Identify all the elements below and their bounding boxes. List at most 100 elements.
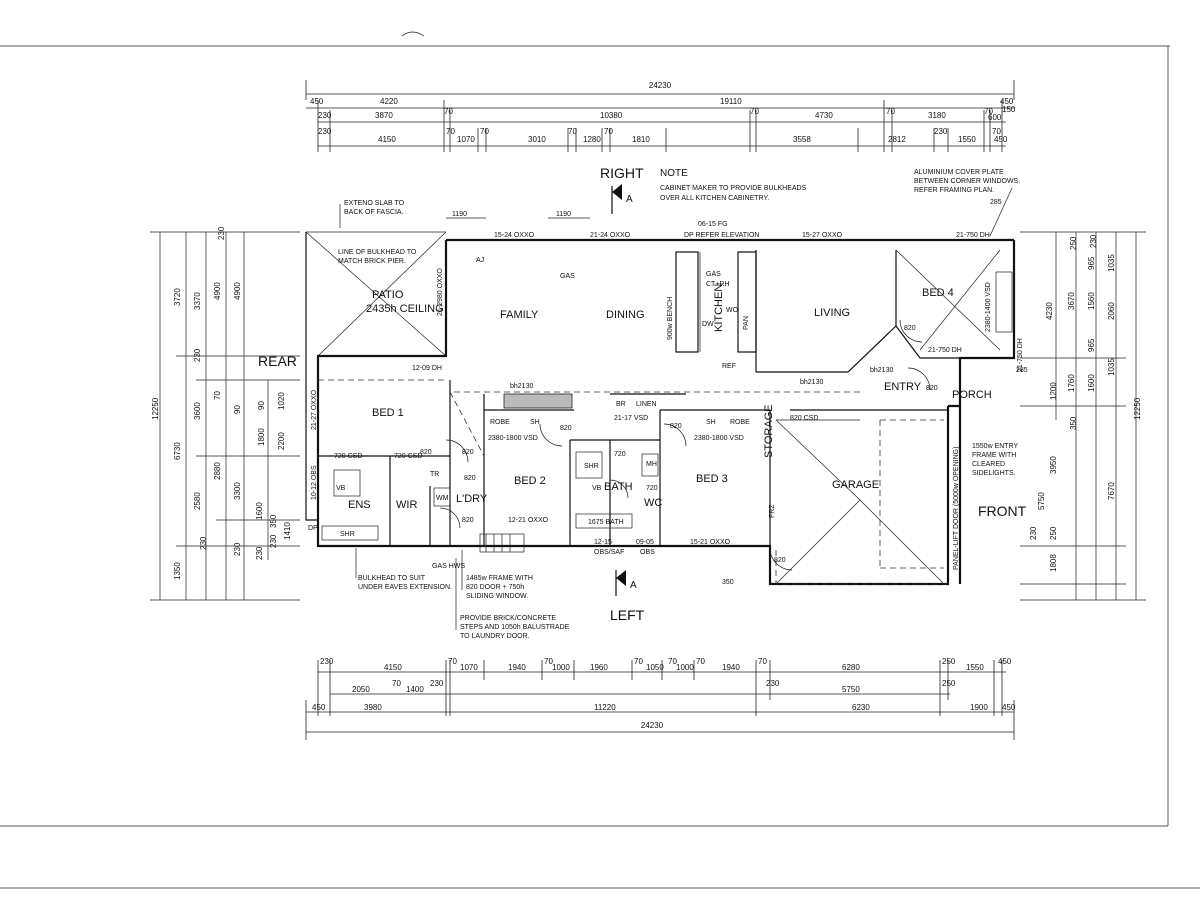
dim-right-1d: 1808 (1049, 554, 1058, 572)
room-patio: PATIO (372, 289, 404, 301)
section-arrow-top-icon (612, 184, 622, 200)
dim-left-4a: 4900 (233, 282, 242, 300)
section-marker-top: A (626, 194, 633, 205)
heading-front: FRONT (978, 503, 1027, 519)
win-2127: 21-27 OXXO (311, 389, 318, 430)
room-patio-ceiling: 2435h CEILING (366, 303, 444, 315)
room-bed4: BED 4 (922, 287, 954, 299)
dim-right-3d: 7670 (1107, 482, 1116, 500)
dim-bottom-1j: 1050 (646, 663, 664, 672)
freezer: FRZ (769, 504, 776, 518)
dim-right-4a: 965 (1087, 256, 1096, 270)
articulated-joint: AJ (476, 257, 484, 264)
dim-left-2a: 3370 (193, 292, 202, 310)
note-entry-line-3: CLEARED (972, 461, 1005, 468)
door-720-bath: 720 (614, 451, 626, 458)
dim-285-right: 285 (1016, 367, 1028, 374)
dim-right-3a: 3670 (1067, 292, 1076, 310)
door-820-bed4: 820 (904, 325, 916, 332)
dim-bottom-1h: 1960 (590, 663, 608, 672)
refrigerator: REF (722, 363, 736, 370)
garage-panel-lift-door: PANEL-LIFT DOOR (5000w OPENING) (953, 447, 960, 570)
win-obs-saf: OBS/SAF (594, 549, 624, 556)
dim-left-5h: 230 (269, 534, 278, 548)
dim-bottom-2a: 2050 (352, 685, 370, 694)
downpipe: DP (308, 525, 318, 532)
vsd-bed3: 2380-1800 VSD (694, 435, 744, 442)
manhole: MH (646, 461, 657, 468)
plan-labels: 15-24 OXXO 21-24 OXXO 06-15 FG DP REFER … (308, 199, 1028, 586)
room-bed2: BED 2 (514, 475, 546, 487)
dp-refer-elevation: DP REFER ELEVATION (684, 232, 759, 239)
robe-bed2: ROBE (490, 419, 510, 426)
dim-bottom-1d: 1070 (460, 663, 478, 672)
room-entry: ENTRY (884, 381, 922, 393)
note-kitchen-line-1: CABINET MAKER TO PROVIDE BULKHEADS (660, 185, 807, 192)
dim-bottom-2e: 230 (766, 679, 780, 688)
shelf-bed3: SH (706, 419, 716, 426)
vsd-bed2: 2380-1800 VSD (488, 435, 538, 442)
win-21750-right: 21-750 DH (1017, 338, 1024, 372)
note-frame-line-2: 820 DOOR + 750h (466, 584, 524, 591)
win-obs: OBS (640, 549, 655, 556)
dim-1190-mid: 1190 (556, 211, 571, 218)
note-aluminium-line-1: ALUMINIUM COVER PLATE (914, 169, 1004, 176)
dim-top-2f: 4730 (815, 111, 833, 120)
csd-720-ens: 720 CSD (334, 453, 362, 460)
dim-left-5c: 90 (257, 401, 266, 410)
dim-top-3c: 70 (446, 127, 455, 136)
dim-bottom-1e: 1940 (508, 663, 526, 672)
dim-bottom-3a: 450 (312, 703, 326, 712)
note-frame-line-1: 1485w FRAME WITH (466, 575, 533, 582)
door-820-ldry: 820 (464, 475, 476, 482)
vanity-ens: VB (336, 485, 346, 492)
win-1524: 15-24 OXXO (494, 232, 535, 239)
dim-bottom-1a: 230 (320, 657, 334, 666)
dim-top-3f: 3010 (528, 135, 546, 144)
heading-left: LEFT (610, 607, 645, 623)
dim-top-2a: 230 (318, 111, 332, 120)
cooktop-rangehood: CT+RH (706, 281, 730, 288)
dim-right-4c: 2060 (1107, 302, 1116, 320)
note-frame-line-3: SLIDING WINDOW. (466, 593, 528, 600)
dim-bottom-3b: 3980 (364, 703, 382, 712)
dim-top-3e: 70 (480, 127, 489, 136)
dim-1190-left: 1190 (452, 211, 467, 218)
room-porch: PORCH (952, 389, 992, 401)
dim-top-3j: 1810 (632, 135, 650, 144)
dim-left-1c: 1350 (173, 562, 182, 580)
dim-left-3d: 230 (255, 546, 264, 560)
dim-top-1d: 450 (1000, 97, 1014, 106)
dim-right-2d: 230 (1089, 234, 1098, 248)
bulkhead-2130-a: bh2130 (510, 383, 533, 390)
win-1527: 15-27 OXXO (802, 232, 843, 239)
room-wir: WIR (396, 499, 417, 511)
door-2117: 21-17 VSD (614, 415, 648, 422)
dim-right-3f: 250 (1069, 236, 1078, 250)
dim-top-2c: 70 (444, 107, 453, 116)
room-dining: DINING (606, 309, 645, 321)
note-exteno-line-2: BACK OF FASCIA. (344, 209, 404, 216)
dim-bottom-3d: 6230 (852, 703, 870, 712)
csd-720-wir: 720 CSD (394, 453, 422, 460)
heading-rear: REAR (258, 353, 297, 369)
note-aluminium-line-2: BETWEEN CORNER WINDOWS. (914, 178, 1020, 185)
win-1521: 15-21 OXXO (690, 539, 731, 546)
note-entry-line-2: FRAME WITH (972, 452, 1016, 459)
win-2124: 21-24 OXXO (590, 232, 631, 239)
room-labels: PATIO 2435h CEILING FAMILY DINING KITCHE… (348, 284, 992, 511)
right-dimensions: 12250 1035 1035 5750 1808 350 4230 3950 … (1020, 231, 1146, 601)
room-ens: ENS (348, 499, 371, 511)
dim-left-5f: 2200 (277, 432, 286, 450)
dim-350: 350 (722, 579, 734, 586)
section-marker-bottom: A (630, 580, 637, 591)
dim-left-2c: 3600 (193, 402, 202, 420)
dim-bottom-2c: 1400 (406, 685, 424, 694)
dim-bottom-1c: 70 (448, 657, 457, 666)
dim-right-1c: 5750 (1037, 492, 1046, 510)
gas-point-kitchen: GAS (706, 271, 721, 278)
dim-bottom-1b: 4150 (384, 663, 402, 672)
dim-left-4d: 230 (233, 542, 242, 556)
dim-bottom-1k: 70 (668, 657, 677, 666)
